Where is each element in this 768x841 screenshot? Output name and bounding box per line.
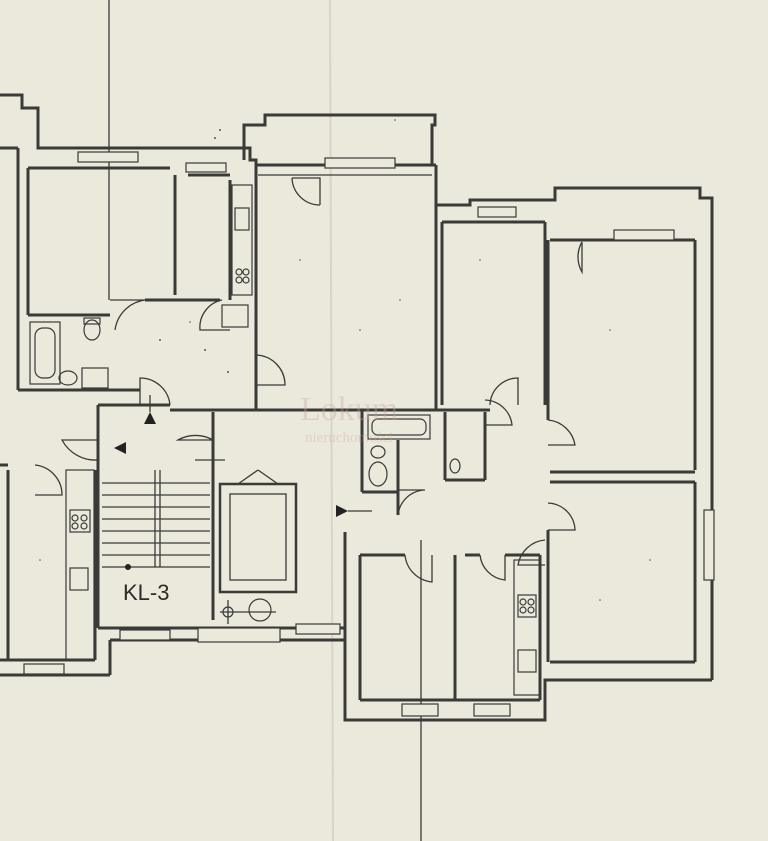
stairwell-label: KL-3 xyxy=(123,580,169,605)
scan-speckles xyxy=(39,119,651,601)
bottom-center-apartment xyxy=(197,532,712,722)
watermark-title: Lokum xyxy=(300,391,398,428)
direction-arrow-left xyxy=(114,442,126,454)
direction-arrow-up xyxy=(144,412,156,424)
center-bathrooms xyxy=(170,399,513,516)
watermark-subtitle: nieruchomości xyxy=(305,430,393,446)
left-lower-apartment xyxy=(0,463,200,677)
paper-fold-line xyxy=(329,0,334,841)
direction-arrow-right xyxy=(336,505,348,517)
left-upper-apartment xyxy=(0,93,258,392)
right-upper-rooms xyxy=(436,186,715,680)
